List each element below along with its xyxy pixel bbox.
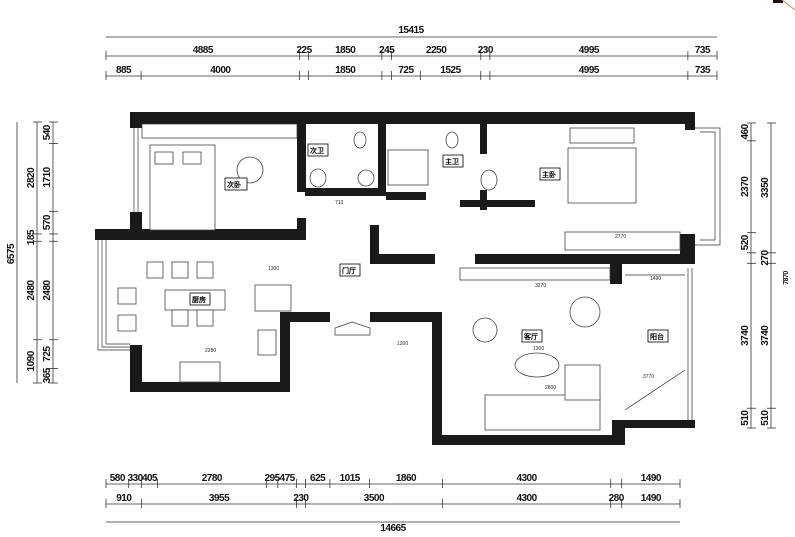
dim-label: 1015 bbox=[340, 473, 361, 484]
room-label-master-bath: 主卫 bbox=[445, 157, 459, 166]
dim-label: 725 bbox=[42, 346, 53, 362]
dim-left-total: 6575 bbox=[6, 243, 17, 264]
room-label-foyer: 门厅 bbox=[342, 266, 356, 275]
sink bbox=[309, 168, 327, 188]
dim-label: 3740 bbox=[760, 325, 771, 346]
interior-dimensions: 710 1300 1200 3270 1300 2800 2770 1490 3… bbox=[205, 200, 661, 391]
room-label-balcony: 阳台 bbox=[650, 332, 664, 341]
dim-label: 280 bbox=[609, 493, 625, 504]
dim-label: 1860 bbox=[396, 473, 417, 484]
dim-label: 1090 bbox=[26, 350, 37, 371]
stove bbox=[179, 361, 221, 383]
dim-label: 4000 bbox=[210, 65, 231, 76]
dim-right-total: 7870 bbox=[783, 271, 790, 285]
room-labels: 次卧 次卫 主卫 主卧 门厅 厨房 客厅 阳台 bbox=[189, 143, 669, 343]
dim-label: 510 bbox=[760, 410, 771, 426]
dim-label: 4995 bbox=[579, 65, 600, 76]
room-label-second-bath: 次卫 bbox=[310, 146, 324, 155]
dim-label: 1710 bbox=[42, 166, 53, 187]
dim-label: 4300 bbox=[516, 473, 537, 484]
dim-label: 4300 bbox=[516, 493, 537, 504]
dim-label: 1490 bbox=[641, 493, 662, 504]
entrance-arrow-icon bbox=[334, 321, 371, 336]
dimension-chains: 4885 225 1850 245 2250 230 4995 735 885 4000 1850 7… bbox=[16, 36, 776, 523]
dim-label: 185 bbox=[26, 229, 37, 245]
dim-label: 2480 bbox=[42, 279, 53, 300]
compass-icon bbox=[773, 0, 795, 11]
dim-bath-door: 710 bbox=[335, 200, 344, 206]
dim-balcony-top: 1490 bbox=[650, 276, 661, 282]
dim-label: 460 bbox=[740, 123, 751, 139]
dim-label: 910 bbox=[116, 493, 132, 504]
dim-label: 295 bbox=[264, 473, 280, 484]
dim-label: 1850 bbox=[335, 45, 356, 56]
dim-label: 1490 bbox=[641, 473, 662, 484]
dim-label: 510 bbox=[740, 410, 751, 426]
dim-label: 735 bbox=[695, 65, 711, 76]
dim-label: 245 bbox=[379, 45, 395, 56]
dim-label: 885 bbox=[116, 65, 132, 76]
dim-label: 3740 bbox=[740, 325, 751, 346]
bed-master bbox=[567, 147, 637, 204]
lounge-chair bbox=[569, 296, 601, 328]
walls bbox=[95, 112, 695, 445]
dim-label: 2250 bbox=[426, 45, 447, 56]
dim-label: 3500 bbox=[364, 493, 385, 504]
dim-label: 2480 bbox=[26, 279, 37, 300]
room-label-second-bedroom: 次卧 bbox=[227, 180, 241, 189]
washing-machine bbox=[357, 169, 375, 187]
dim-label: 4885 bbox=[193, 45, 214, 56]
dim-kitchen-table: 2280 bbox=[205, 348, 216, 354]
shower bbox=[387, 149, 429, 186]
dim-label: 540 bbox=[42, 124, 53, 140]
dim-label: 1525 bbox=[440, 65, 461, 76]
dim-label: 405 bbox=[142, 473, 158, 484]
dim-label: 2370 bbox=[740, 176, 751, 197]
dim-kitchen-counter: 1300 bbox=[268, 266, 279, 272]
armchair bbox=[236, 156, 264, 184]
dim-label: 580 bbox=[110, 473, 126, 484]
dim-label: 625 bbox=[310, 473, 326, 484]
dim-label: 475 bbox=[280, 473, 296, 484]
dim-label: 230 bbox=[478, 45, 494, 56]
furniture bbox=[117, 123, 686, 431]
dim-coffee-table: 1300 bbox=[533, 346, 544, 352]
dim-label: 230 bbox=[293, 493, 309, 504]
room-label-master-bedroom: 主卧 bbox=[542, 170, 556, 179]
dim-label: 4995 bbox=[579, 45, 600, 56]
dim-label: 365 bbox=[42, 367, 53, 383]
dim-label: 270 bbox=[760, 250, 771, 266]
desk-master bbox=[564, 231, 681, 251]
sofa bbox=[484, 394, 601, 431]
dim-label: 2780 bbox=[202, 473, 223, 484]
dim-label: 1850 bbox=[335, 65, 356, 76]
dim-label: 3955 bbox=[209, 493, 230, 504]
coffee-table bbox=[514, 352, 560, 378]
dim-label: 2820 bbox=[26, 167, 37, 188]
dim-entry-cabinet: 1200 bbox=[397, 341, 408, 347]
dim-bottom-total: 14665 bbox=[380, 523, 406, 534]
dim-label: 735 bbox=[695, 45, 711, 56]
dim-sofa: 2800 bbox=[545, 385, 556, 391]
dim-label: 725 bbox=[398, 65, 414, 76]
toilet bbox=[353, 131, 367, 149]
dim-label: 570 bbox=[42, 214, 53, 230]
dim-living-tv: 3270 bbox=[535, 283, 546, 289]
dim-label: 330 bbox=[128, 473, 144, 484]
dim-label: 520 bbox=[740, 234, 751, 250]
dim-balcony-depth: 3770 bbox=[643, 374, 654, 380]
dim-master-desk: 2770 bbox=[615, 234, 626, 240]
room-label-kitchen: 厨房 bbox=[192, 295, 206, 304]
dim-label: 3350 bbox=[760, 177, 771, 198]
dim-label: 225 bbox=[296, 45, 312, 56]
dim-top-total: 15415 bbox=[398, 25, 424, 36]
room-label-living-room: 客厅 bbox=[523, 332, 538, 341]
